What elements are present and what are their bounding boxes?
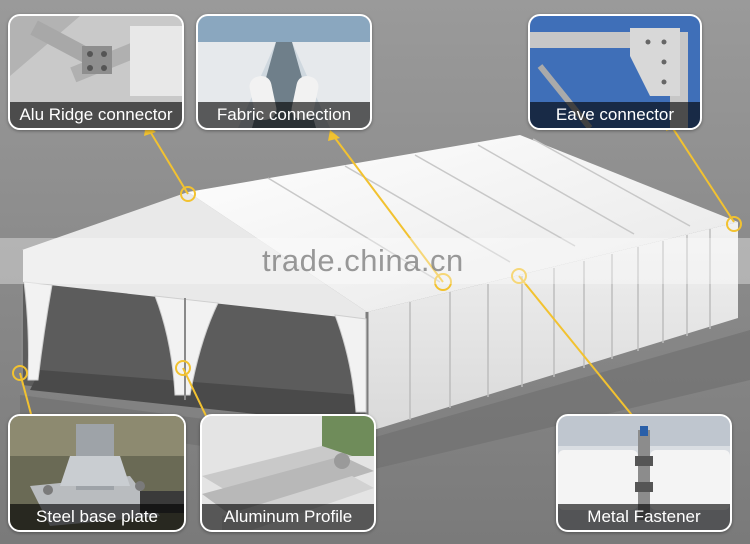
front-curtains [23, 281, 367, 413]
fabric-connection-label: Fabric connection [198, 102, 370, 128]
callout-eave-connector: Eave connector [528, 14, 702, 130]
callout-steel-base-plate: Steel base plate [8, 414, 186, 532]
roof-seams [267, 138, 691, 283]
callout-aluminum-profile: Aluminum Profile [200, 414, 376, 532]
side-wall-columns [409, 229, 711, 420]
curtain-posts [21, 250, 186, 400]
metal-fastener-label: Metal Fastener [558, 504, 730, 530]
tent-side-wall [367, 222, 738, 432]
tent-gable [22, 192, 367, 320]
steel-base-plate-label: Steel base plate [10, 504, 184, 530]
tent-roof [188, 135, 738, 312]
callout-alu-ridge-connector: Alu Ridge connector [8, 14, 184, 130]
aluminum-profile-label: Aluminum Profile [202, 504, 374, 530]
watermark: trade.china.cn [0, 238, 750, 284]
tent-interior-floor [30, 370, 360, 425]
callout-metal-fastener: Metal Fastener [556, 414, 732, 532]
eave-connector-label: Eave connector [530, 102, 700, 128]
watermark-text: trade.china.cn [262, 243, 464, 278]
callout-fabric-connection: Fabric connection [196, 14, 372, 130]
alu-ridge-connector-label: Alu Ridge connector [10, 102, 182, 128]
pointer-markers [12, 186, 742, 381]
